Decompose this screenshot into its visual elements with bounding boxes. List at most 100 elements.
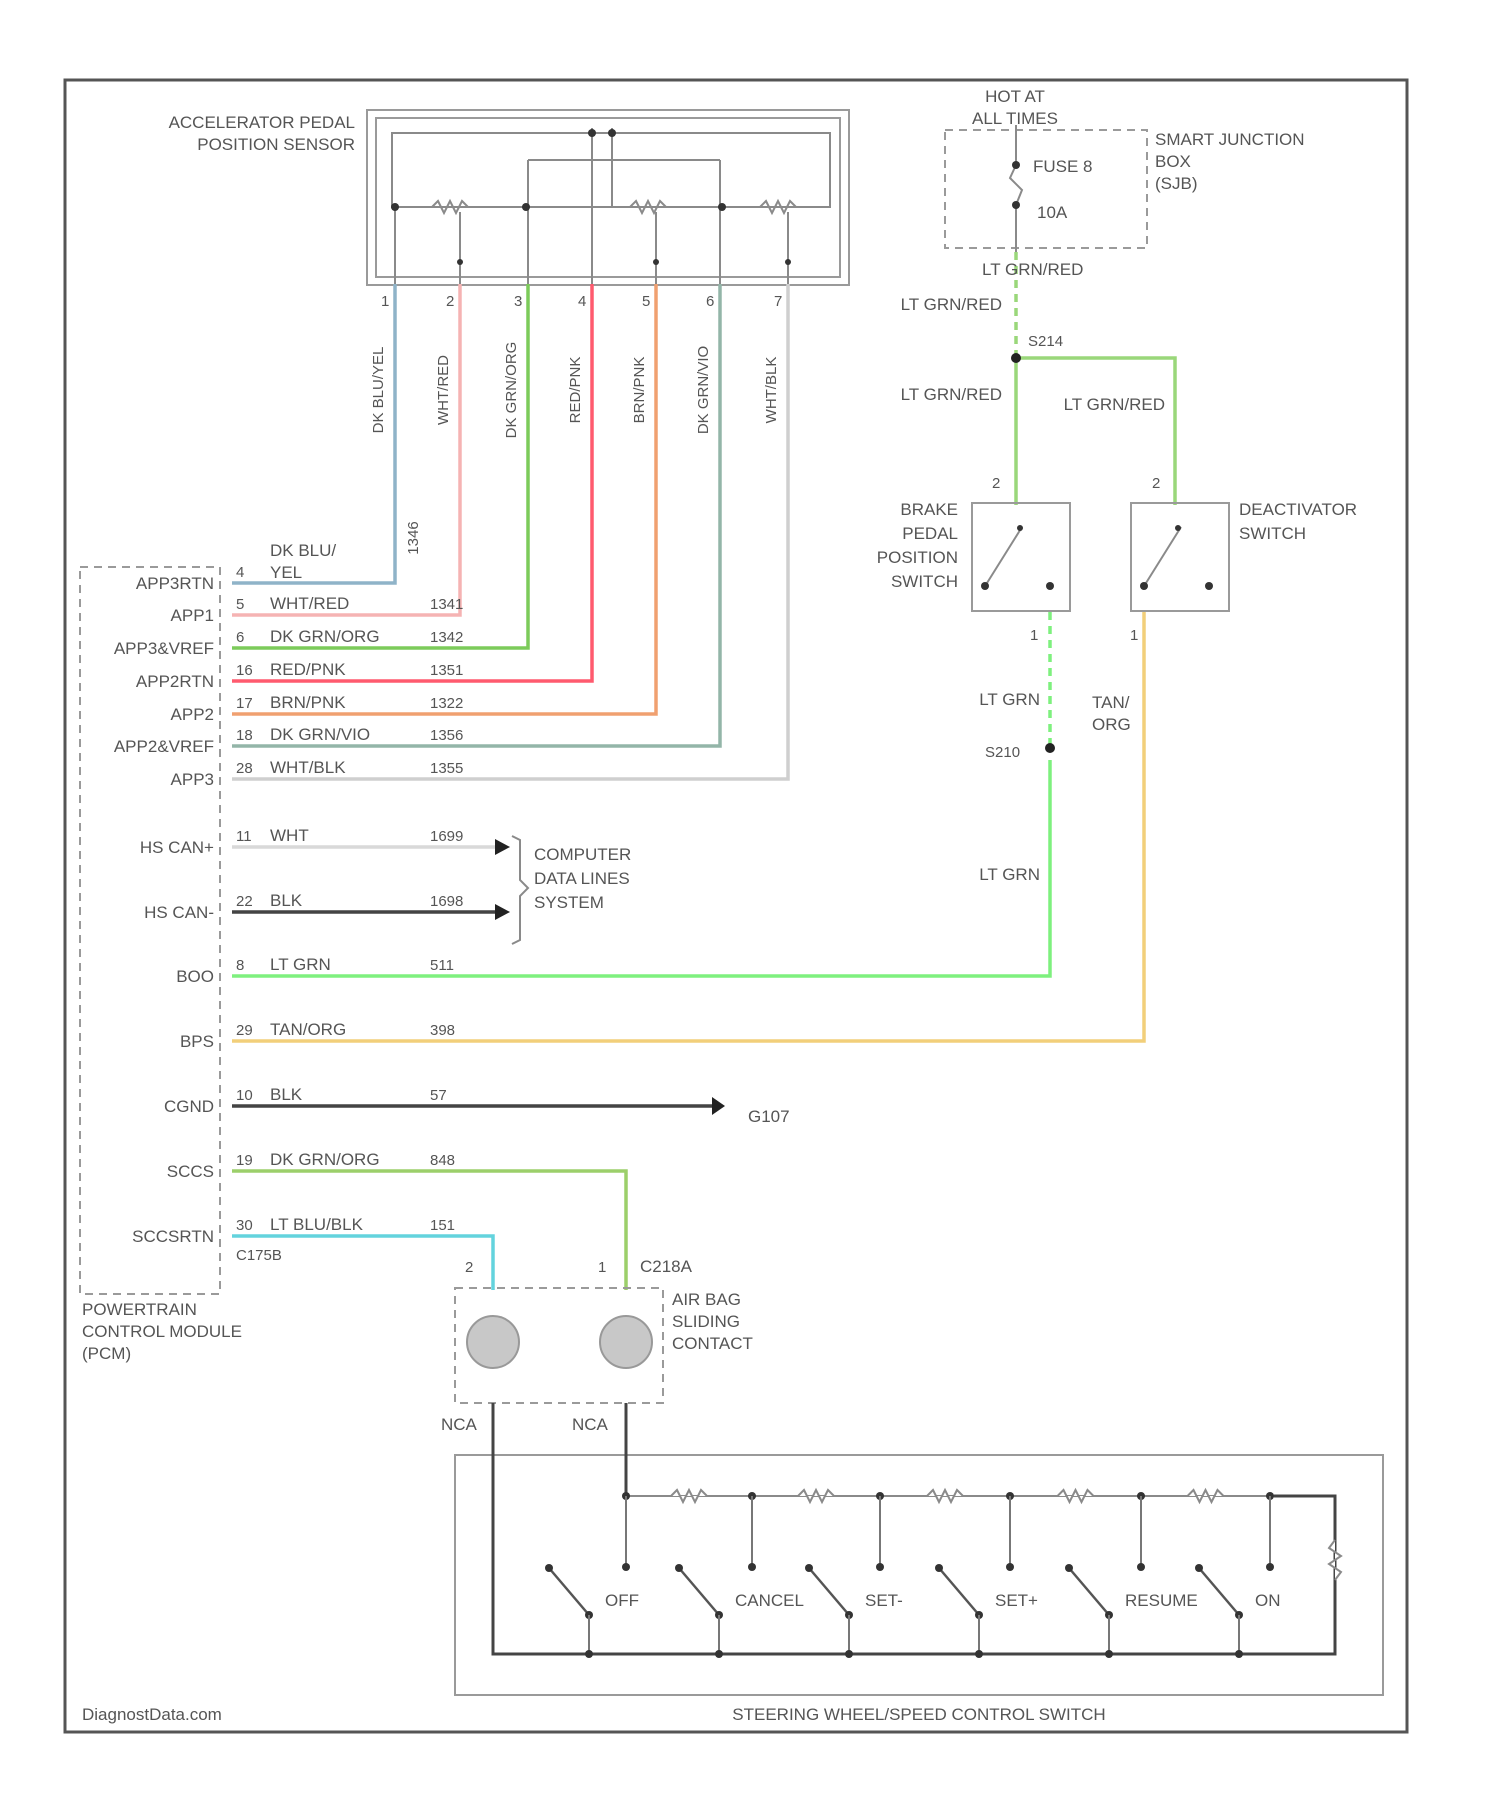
return-node-5	[1105, 1650, 1113, 1658]
pcm-circuit-10: 511	[430, 957, 454, 974]
apps-pin-2: 2	[446, 293, 454, 310]
deactivator-switch: DEACTIVATORSWITCH 2 1	[1130, 475, 1357, 644]
clockspring-pin-2: 2	[465, 1259, 473, 1276]
power-wire-label-2: LT GRN/RED	[901, 295, 1002, 314]
switch-pivot-1	[545, 1564, 553, 1572]
splice-s210-label: S210	[985, 744, 1020, 761]
pcm-pin-name-10: BOO	[176, 967, 214, 986]
apps-pin-4: 4	[578, 293, 586, 310]
hs-can-minus-arrow	[495, 904, 510, 920]
pcm-pin-number-13: 19	[236, 1152, 253, 1169]
switch-contact-top-6	[1266, 1563, 1274, 1571]
pcm-pin-name-8: HS CAN+	[140, 838, 214, 857]
apps-wire-label-7: WHT/BLK	[763, 357, 780, 424]
switch-label-5: RESUME	[1125, 1591, 1198, 1610]
return-node-3	[845, 1650, 853, 1658]
deact-out-wire-label: TAN/ORG	[1092, 693, 1131, 734]
pcm-circuit-2: 1341	[430, 596, 463, 613]
switch-blade-3	[809, 1568, 849, 1615]
pcm-circuit-4: 1351	[430, 662, 463, 679]
return-node-4	[975, 1650, 983, 1658]
switch-blade-1	[549, 1568, 589, 1615]
fuse-name: FUSE 8	[1033, 157, 1093, 176]
apps-wire-label-1: DK BLU/YEL	[370, 347, 387, 434]
pcm-circuit-12: 57	[430, 1087, 447, 1104]
pcm-wire-color-6: DK GRN/VIO	[270, 725, 370, 744]
pcm-wire-color-3: DK GRN/ORG	[270, 627, 380, 646]
switch-label-3: SET-	[865, 1591, 903, 1610]
ground-arrow	[712, 1097, 725, 1115]
apps-wire-label-2: WHT/RED	[435, 355, 452, 425]
pcm-pin-number-7: 28	[236, 760, 253, 777]
pcm-pin-number-3: 6	[236, 629, 244, 646]
pcm-wire-color-1: DK BLU/YEL	[270, 541, 336, 582]
pcm-circuit-6: 1356	[430, 727, 463, 744]
pcm-wire-color-12: BLK	[270, 1085, 303, 1104]
switch-pivot-5	[1065, 1564, 1073, 1572]
pcm-pin-number-4: 16	[236, 662, 253, 679]
clockspring-connector: C218A	[640, 1257, 693, 1276]
clockspring-wire-1: NCA	[441, 1415, 478, 1434]
apps-wire-label-3: DK GRN/ORG	[503, 342, 520, 439]
switch-pivot-6	[1195, 1564, 1203, 1572]
pcm-pin-name-11: BPS	[180, 1032, 214, 1051]
splice-s210-dot	[1045, 743, 1055, 753]
steering-switch-internals: OFFCANCELSET-SET+RESUMEON	[493, 1403, 1341, 1658]
power-wire-label-1: LT GRN/RED	[982, 260, 1083, 279]
switch-label-6: ON	[1255, 1591, 1281, 1610]
pcm-circuit-5: 1322	[430, 695, 463, 712]
switch-blade-5	[1069, 1568, 1109, 1615]
apps-pin-7: 7	[774, 293, 782, 310]
bpp-out-wire-label-1: LT GRN	[979, 690, 1040, 709]
ladder-resistor-1	[671, 1490, 707, 1502]
pcm-pin-name-6: APP2&VREF	[114, 737, 214, 756]
clockspring-coil-1	[467, 1316, 519, 1368]
ground-g107: G107	[748, 1107, 790, 1126]
apps-wire-2	[232, 284, 460, 615]
pcm-pin-name-13: SCCS	[167, 1162, 214, 1181]
apps-extra-circuit-label: 1346	[405, 521, 422, 554]
apps-wire-label-5: BRN/PNK	[631, 357, 648, 424]
switch-label-1: OFF	[605, 1591, 639, 1610]
pcm-wire-color-14: LT BLU/BLK	[270, 1215, 364, 1234]
ground-label: G107	[748, 1107, 790, 1126]
switch-contact-top-4	[1006, 1563, 1014, 1571]
pcm-wire-color-4: RED/PNK	[270, 660, 346, 679]
splice-s214-dot	[1011, 353, 1021, 363]
deact-pin-in: 2	[1152, 475, 1160, 492]
return-node-2	[715, 1650, 723, 1658]
switch-contact-top-1	[622, 1563, 630, 1571]
pcm-pin-name-9: HS CAN-	[144, 903, 214, 922]
pcm-circuit-14: 151	[430, 1217, 455, 1234]
apps-wire-label-4: RED/PNK	[567, 357, 584, 424]
power-wire-label-4: LT GRN/RED	[1064, 395, 1165, 414]
pcm-circuit-9: 1698	[430, 893, 463, 910]
pcm-circuit-3: 1342	[430, 629, 463, 646]
clockspring-pin-1: 1	[598, 1259, 606, 1276]
pcm-pin-number-12: 10	[236, 1087, 253, 1104]
splice-s214-label: S214	[1028, 333, 1063, 350]
switch-contact-top-5	[1137, 1563, 1145, 1571]
pcm-circuit-11: 398	[430, 1022, 455, 1039]
switch-contact-top-3	[876, 1563, 884, 1571]
pcm-circuit-8: 1699	[430, 828, 463, 845]
switch-label-4: SET+	[995, 1591, 1038, 1610]
smart-junction-box: HOT ATALL TIMES SMART JUNCTIONBOX(SJB) F…	[945, 87, 1305, 252]
pcm-pin-number-6: 18	[236, 727, 253, 744]
power-wire-label-3: LT GRN/RED	[901, 385, 1002, 404]
pcm-pin-number-1: 4	[236, 564, 244, 581]
clockspring-coil-2	[600, 1316, 652, 1368]
accelerator-pedal-position-sensor: ACCELERATOR PEDALPOSITION SENSOR	[169, 110, 849, 285]
pcm-pin-number-14: 30	[236, 1217, 253, 1234]
return-node-6	[1235, 1650, 1243, 1658]
pcm-pin-name-5: APP2	[171, 705, 214, 724]
pcm-pin-number-9: 22	[236, 893, 253, 910]
pcm-pin-name-7: APP3	[171, 770, 214, 789]
